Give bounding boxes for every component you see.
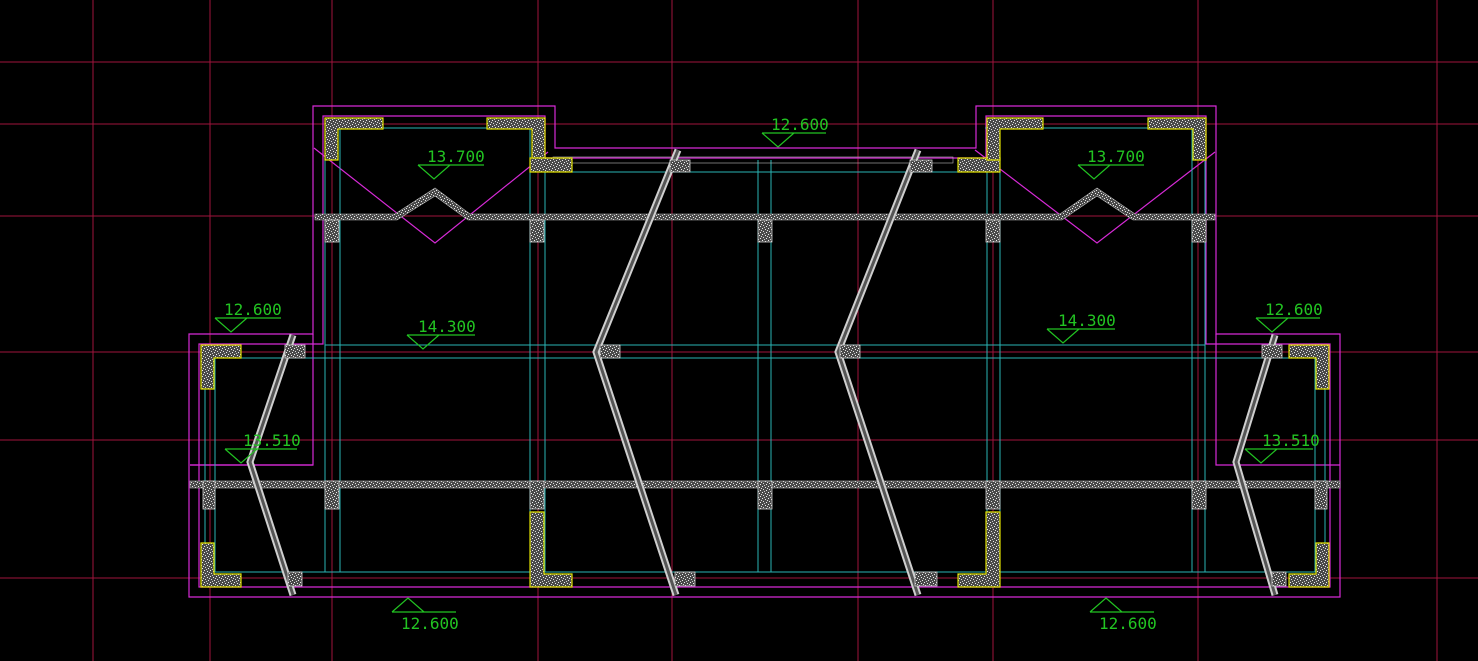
elevation-label: 14.300 bbox=[1058, 311, 1116, 330]
elevation-symbol bbox=[417, 164, 484, 180]
stair-core-1 bbox=[594, 149, 680, 596]
column bbox=[202, 480, 216, 510]
diagonal-stair-slab-core bbox=[248, 149, 1277, 596]
hip-lines-left bbox=[313, 147, 549, 244]
column bbox=[757, 480, 773, 510]
elevation-symbol bbox=[224, 448, 297, 464]
corner-column bbox=[529, 157, 573, 173]
elevation-marker-mid-left: 14.300 bbox=[406, 317, 476, 350]
column bbox=[757, 219, 773, 243]
elevation-marker-left-bay: 13.700 bbox=[417, 147, 485, 180]
elevation-symbol bbox=[214, 317, 281, 333]
corner-column bbox=[324, 117, 384, 161]
elevation-symbol bbox=[1244, 448, 1313, 464]
elevation-marker-right-wing-lower: 13.510 bbox=[1244, 431, 1320, 464]
elevation-label: 13.510 bbox=[1262, 431, 1320, 450]
column bbox=[985, 219, 1001, 243]
column bbox=[914, 571, 938, 587]
columns bbox=[202, 159, 1328, 587]
column bbox=[529, 480, 545, 510]
column bbox=[529, 219, 545, 243]
corner-column bbox=[529, 511, 573, 588]
elevation-label: 12.600 bbox=[224, 300, 282, 319]
corner-column bbox=[200, 344, 242, 390]
elevation-symbol bbox=[406, 334, 475, 350]
corner-column bbox=[986, 117, 1044, 161]
column bbox=[669, 159, 691, 173]
column bbox=[324, 480, 340, 510]
column bbox=[985, 480, 1001, 510]
elevation-label: 12.600 bbox=[1099, 614, 1157, 633]
stair-core-4 bbox=[1234, 334, 1277, 596]
hip-lines-right bbox=[974, 149, 1216, 244]
column bbox=[839, 344, 861, 359]
column bbox=[599, 344, 621, 359]
elevation-marker-mid-right: 14.300 bbox=[1046, 311, 1116, 344]
corner-column bbox=[486, 117, 546, 161]
corner-columns bbox=[200, 117, 1330, 588]
corner-column bbox=[957, 511, 1001, 588]
elevation-symbol bbox=[1255, 317, 1320, 333]
elevation-label: 12.600 bbox=[1265, 300, 1323, 319]
stair-core-2 bbox=[836, 149, 920, 596]
elevation-label: 13.510 bbox=[243, 431, 301, 450]
elevation-marker-left-wing: 12.600 bbox=[214, 300, 282, 333]
elevation-markers: 12.600 13.700 13.700 12.600 12.600 14.30… bbox=[214, 115, 1323, 633]
column bbox=[1271, 571, 1287, 587]
corner-column bbox=[1147, 117, 1207, 161]
column bbox=[1191, 480, 1207, 510]
column bbox=[1191, 219, 1207, 243]
corner-column bbox=[1288, 344, 1330, 390]
column bbox=[674, 571, 696, 587]
hatched-beams bbox=[189, 156, 1341, 489]
stair-core-3 bbox=[248, 334, 295, 596]
elevation-symbol bbox=[1077, 164, 1144, 180]
right-wing-edge bbox=[1215, 334, 1340, 466]
elevation-marker-bottom-left: 12.600 bbox=[391, 597, 459, 633]
elevation-marker-bottom-right: 12.600 bbox=[1089, 597, 1157, 633]
elevation-symbol bbox=[761, 132, 826, 148]
column bbox=[909, 159, 933, 173]
elevation-symbol bbox=[391, 597, 456, 613]
elevation-marker-roof-center: 12.600 bbox=[761, 115, 829, 148]
elevation-label: 12.600 bbox=[401, 614, 459, 633]
elevation-marker-right-bay: 13.700 bbox=[1077, 147, 1145, 180]
elevation-label: 13.700 bbox=[427, 147, 485, 166]
corner-column bbox=[1288, 542, 1330, 588]
corner-column bbox=[200, 542, 242, 588]
column bbox=[324, 219, 340, 243]
column bbox=[284, 344, 306, 359]
elevation-marker-right-wing: 12.600 bbox=[1255, 300, 1323, 333]
corner-column bbox=[957, 157, 1001, 173]
elevation-label: 12.600 bbox=[771, 115, 829, 134]
elevation-label: 14.300 bbox=[418, 317, 476, 336]
elevation-symbol bbox=[1089, 597, 1154, 613]
elevation-marker-left-wing-lower: 13.510 bbox=[224, 431, 301, 464]
column bbox=[1261, 344, 1283, 359]
column bbox=[287, 571, 303, 587]
elevation-label: 13.700 bbox=[1087, 147, 1145, 166]
column bbox=[1314, 480, 1328, 510]
elevation-symbol bbox=[1046, 328, 1115, 344]
upper-beam-band bbox=[314, 187, 1216, 221]
